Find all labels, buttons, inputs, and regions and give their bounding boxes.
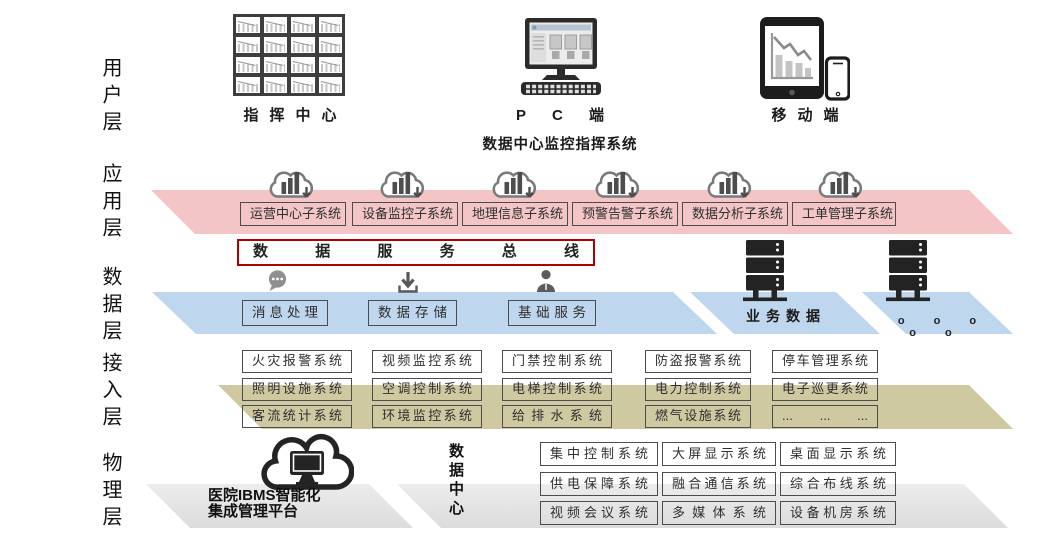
system-title: 数据中心监控指挥系统 (482, 137, 638, 153)
access-system-box: 空调控制系统 (372, 378, 482, 401)
physical-system-box: 融合通信系统 (662, 472, 776, 496)
access-system-box: 燃气设施系统 (645, 405, 751, 428)
physical-system-box: 集中控制系统 (540, 442, 658, 466)
physical-system-box: 综合布线系统 (780, 472, 896, 496)
access-system-box: 防盗报警系统 (645, 350, 751, 373)
access-system-box: 客流统计系统 (242, 405, 352, 428)
layer-label-data: 数据层 (99, 266, 121, 347)
access-system-box: 视频监控系统 (372, 350, 482, 373)
cloud-chart-icon (488, 166, 538, 204)
layer-label-physical: 物理层 (99, 452, 121, 533)
business-data-label: 业务数据 (746, 308, 826, 324)
access-system-box: 电力控制系统 (645, 378, 751, 401)
access-system-box: 电梯控制系统 (502, 378, 612, 401)
app-subsystem-box: 地理信息子系统 (462, 202, 568, 226)
access-system-box: 电子巡更系统 (772, 378, 878, 401)
datacenter-band (397, 484, 1008, 528)
tablet-phone-icon (760, 15, 850, 101)
cloud-chart-icon (265, 166, 315, 204)
platform-label-line2: 集成管理平台 (208, 503, 299, 520)
monitor-wall-icon (233, 14, 345, 96)
cloud-chart-icon (703, 166, 753, 204)
command-center-label: 指挥中心 (243, 107, 348, 124)
platform-band (146, 484, 413, 528)
pc-monitor-icon (513, 18, 609, 98)
layer-label-access: 接入层 (99, 352, 121, 433)
cloud-chart-icon (814, 166, 864, 204)
platform-label-line1: 医院IBMS智能化 (208, 487, 321, 504)
cloud-monitor-icon (258, 431, 354, 493)
datacenter-label: 数据中心 (447, 443, 464, 519)
data-service-bus: 数据服务总线 (237, 239, 595, 266)
access-system-box: ... ... ... (772, 405, 878, 428)
person-icon (536, 270, 556, 292)
app-subsystem-box: 工单管理子系统 (792, 202, 896, 226)
cloud-chart-icon (591, 166, 641, 204)
app-subsystem-box: 数据分析子系统 (682, 202, 788, 226)
data-layer-band (152, 292, 717, 334)
access-layer-band (218, 385, 1013, 429)
physical-system-box: 多媒体系统 (662, 501, 776, 525)
cloud-chart-icon (376, 166, 426, 204)
physical-system-box: 设备机房系统 (780, 501, 896, 525)
more-data-dots: o o o o o (897, 315, 990, 339)
physical-system-box: 视频会议系统 (540, 501, 658, 525)
mobile-label: 移动端 (771, 107, 850, 124)
download-icon (397, 270, 419, 294)
access-system-box: 给排水系统 (502, 405, 612, 428)
access-system-box: 照明设施系统 (242, 378, 352, 401)
server-icon (742, 240, 788, 302)
server-icon (885, 240, 931, 302)
data-service-box: 数据存储 (368, 300, 457, 326)
access-system-box: 门禁控制系统 (502, 350, 612, 373)
message-bubble-icon (266, 270, 290, 292)
physical-system-box: 桌面显示系统 (780, 442, 896, 466)
layer-label-app: 应用层 (99, 163, 121, 244)
app-subsystem-box: 设备监控子系统 (352, 202, 458, 226)
data-service-box: 消息处理 (242, 300, 328, 326)
data-service-box: 基础服务 (508, 300, 596, 326)
access-system-box: 火灾报警系统 (242, 350, 352, 373)
pc-label: P C 端 (516, 107, 615, 124)
physical-system-box: 大屏显示系统 (662, 442, 776, 466)
access-system-box: 停车管理系统 (772, 350, 878, 373)
app-subsystem-box: 运营中心子系统 (240, 202, 346, 226)
app-subsystem-box: 预警告警子系统 (572, 202, 678, 226)
access-system-box: 环境监控系统 (372, 405, 482, 428)
layer-label-user: 用户层 (99, 57, 121, 138)
physical-system-box: 供电保障系统 (540, 472, 658, 496)
platform-label: 医院IBMS智能化 集成管理平台 (208, 488, 368, 520)
